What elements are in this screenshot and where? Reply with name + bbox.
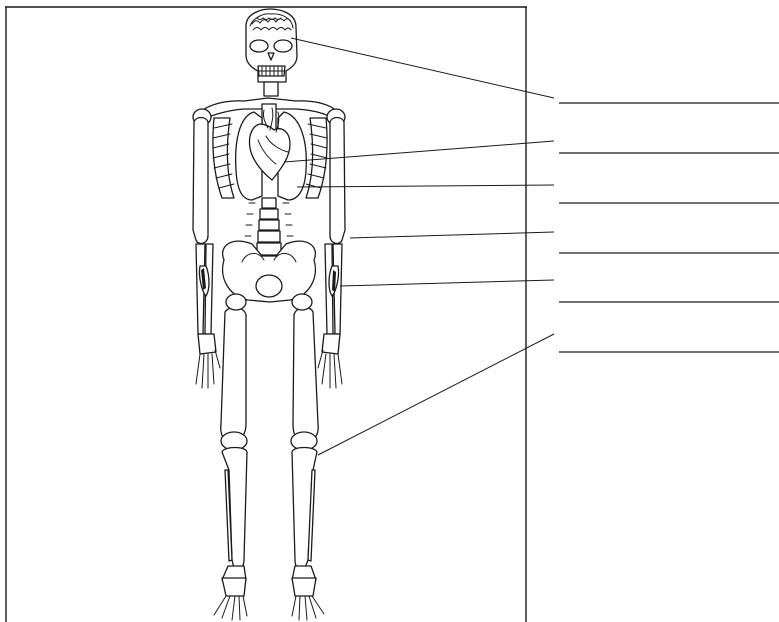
- leader-line-arm: [350, 232, 554, 238]
- leader-line-brain: [291, 38, 554, 98]
- skeleton-figure: [193, 9, 345, 620]
- leader-line-knee: [318, 334, 554, 455]
- answer-blanks: [559, 103, 779, 352]
- left-leg: [214, 307, 247, 620]
- leader-line-forearm: [340, 280, 554, 286]
- skull: [246, 9, 297, 82]
- right-leg: [291, 307, 324, 620]
- neck-vertebrae: [264, 82, 278, 96]
